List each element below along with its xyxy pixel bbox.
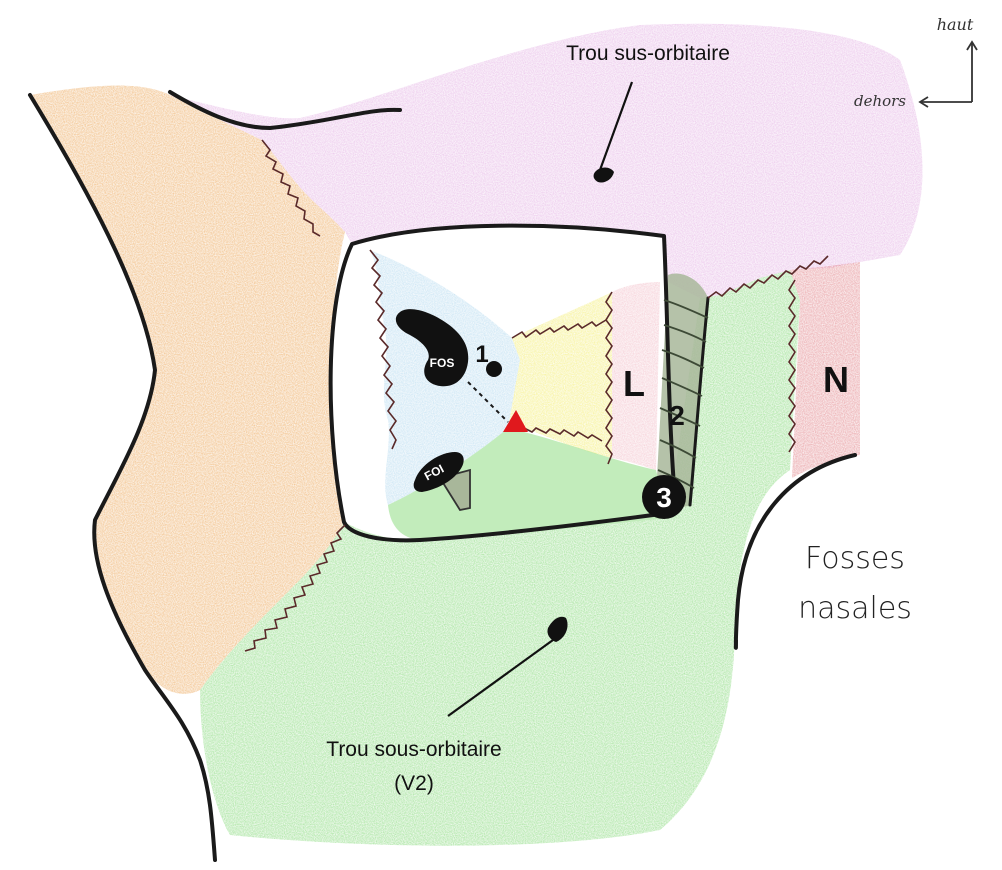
marker-2-label: 2: [669, 400, 685, 431]
nasal-letter: N: [823, 359, 849, 400]
marker-1-label: 1: [475, 341, 488, 368]
fos-label: FOS: [430, 356, 455, 370]
lacrimal-letter: L: [623, 363, 645, 404]
fosses-label: Fosses: [805, 541, 905, 576]
haut-label: haut: [937, 15, 974, 34]
marker-3-label: 3: [656, 482, 672, 513]
dehors-label: dehors: [854, 92, 906, 110]
nasales-label: nasales: [798, 591, 912, 626]
sous-orbitaire-label: Trou sous-orbitaire: [326, 738, 501, 761]
sous-orbitaire-v2-label: (V2): [394, 772, 434, 795]
orientation-compass: [920, 42, 977, 107]
sus-orbitaire-label: Trou sus-orbitaire: [566, 42, 730, 65]
